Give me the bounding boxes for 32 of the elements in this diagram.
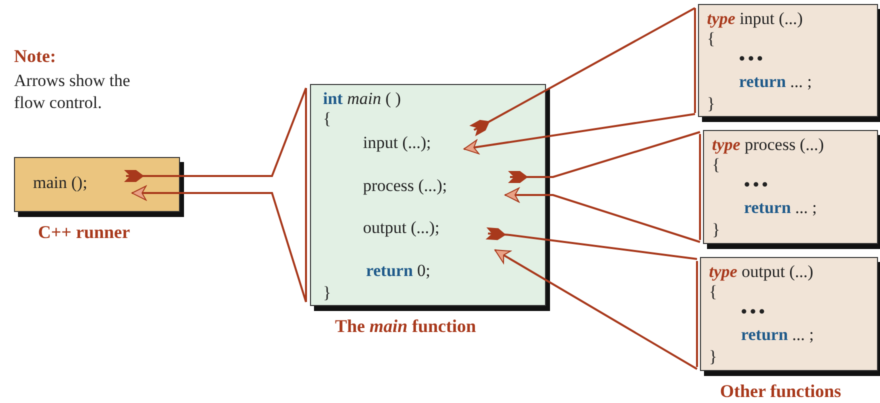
code-line: type process (...): [712, 135, 824, 155]
code-line: return 0;: [366, 261, 430, 281]
code-line: }: [323, 283, 332, 303]
box-caption: Other functions: [720, 381, 842, 402]
code-line: {: [712, 155, 720, 175]
box-caption: The main function: [335, 316, 476, 337]
code-line: }: [709, 347, 718, 367]
box-caption: C++ runner: [38, 222, 130, 243]
code-line: •••: [739, 49, 766, 69]
code-line: type input (...): [707, 9, 803, 29]
arrow: [132, 186, 307, 302]
note-text: Arrows show the flow control.: [14, 70, 132, 114]
code-line: int main ( ): [323, 89, 401, 109]
arrow: [504, 188, 700, 243]
code-line: type output (...): [709, 262, 814, 282]
code-line: {: [323, 109, 332, 129]
code-line: •••: [744, 175, 771, 195]
code-line: }: [707, 94, 716, 114]
code-line: return ... ;: [741, 325, 814, 345]
code-line: main ();: [33, 173, 88, 193]
function-call-line: output (...);: [363, 218, 491, 251]
function-call-line: input (...);: [363, 133, 471, 163]
arrow: [464, 113, 696, 154]
code-line: {: [707, 29, 716, 49]
code-line: }: [712, 220, 720, 240]
function-call-line: process (...);: [363, 176, 506, 200]
code-line: return ... ;: [739, 72, 812, 92]
code-line: •••: [741, 302, 768, 322]
note-heading: Note:: [14, 46, 56, 67]
code-line: {: [709, 282, 718, 302]
code-line: return ... ;: [744, 198, 817, 218]
arrow: [494, 249, 698, 370]
